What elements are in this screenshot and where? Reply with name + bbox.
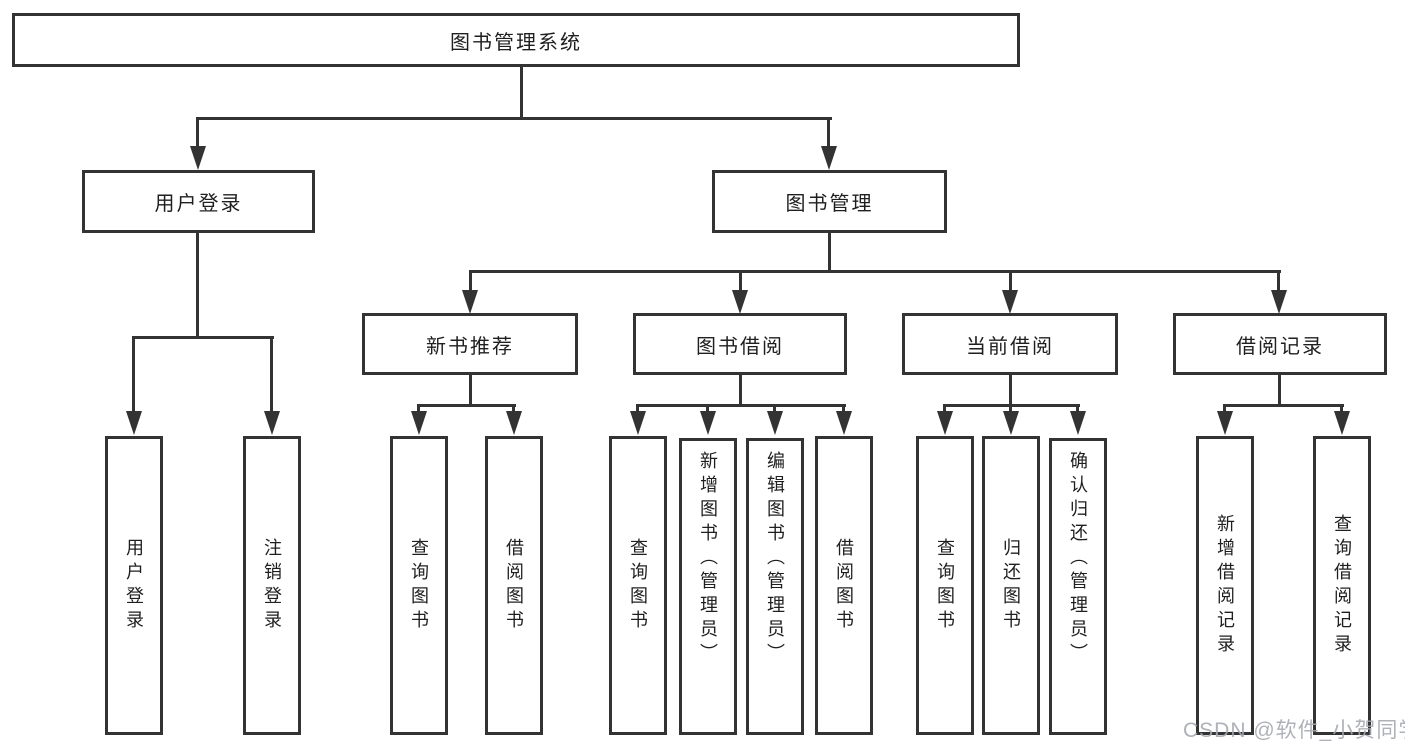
node-leaf-br-add-record: 新增借阅记录 bbox=[1196, 436, 1254, 735]
arrow-to-bb-query-books bbox=[630, 411, 646, 435]
node-leaf-rec-query-books-label: 查询图书 bbox=[409, 537, 429, 634]
arrow-to-borrow-records bbox=[1271, 290, 1287, 314]
connector-borrow-records-drop bbox=[1277, 270, 1280, 292]
connector-cb-child1-drop bbox=[943, 404, 946, 414]
connector-borrow-records-horizontal bbox=[1223, 404, 1344, 407]
node-leaf-br-query-record-label: 查询借阅记录 bbox=[1332, 513, 1352, 658]
connector-login-child2-drop bbox=[270, 336, 273, 414]
node-leaf-bb-edit-books-label: 编辑图书（管理员） bbox=[765, 451, 785, 667]
node-leaf-cb-return-books: 归还图书 bbox=[982, 436, 1040, 735]
arrow-to-rec-query-books bbox=[411, 411, 427, 435]
arrow-to-br-add-record bbox=[1217, 411, 1233, 435]
node-leaf-br-add-record-label: 新增借阅记录 bbox=[1215, 513, 1235, 658]
connector-user-login-stem bbox=[196, 232, 199, 339]
connector-bb-child2-drop bbox=[706, 404, 709, 414]
arrow-to-current-borrow bbox=[1002, 290, 1018, 314]
node-leaf-bb-query-books: 查询图书 bbox=[609, 436, 667, 735]
arrow-to-book-borrow bbox=[732, 290, 748, 314]
node-leaf-cb-query-books-label: 查询图书 bbox=[935, 537, 955, 634]
arrow-to-user-login bbox=[190, 146, 206, 170]
connector-bb-child1-drop bbox=[636, 404, 639, 414]
node-leaf-user-login-label: 用户登录 bbox=[124, 537, 144, 634]
node-leaf-cb-query-books: 查询图书 bbox=[916, 436, 974, 735]
node-leaf-rec-borrow-books-label: 借阅图书 bbox=[504, 537, 524, 634]
arrow-to-bb-borrow-books bbox=[836, 411, 852, 435]
node-new-book-recommendation: 新书推荐 bbox=[362, 313, 578, 375]
node-current-borrowing: 当前借阅 bbox=[902, 313, 1118, 375]
arrow-to-new-book-rec bbox=[462, 290, 478, 314]
connector-new-book-rec-stem bbox=[469, 374, 472, 407]
connector-new-book-rec-horizontal bbox=[417, 404, 516, 407]
node-book-management-label: 图书管理 bbox=[785, 193, 874, 215]
connector-book-borrow-stem bbox=[739, 374, 742, 407]
node-book-management: 图书管理 bbox=[712, 170, 947, 233]
node-leaf-user-login: 用户登录 bbox=[105, 436, 163, 735]
node-leaf-bb-add-books-label: 新增图书（管理员） bbox=[698, 451, 718, 667]
node-leaf-bb-query-books-label: 查询图书 bbox=[628, 537, 648, 634]
connector-book-mgmt-stem bbox=[828, 232, 831, 273]
connector-book-borrow-horizontal bbox=[636, 404, 846, 407]
node-borrowing-records: 借阅记录 bbox=[1173, 313, 1387, 375]
connector-current-borrow-stem bbox=[1009, 374, 1012, 407]
connector-root-stem bbox=[520, 66, 523, 118]
node-leaf-bb-edit-books: 编辑图书（管理员） bbox=[746, 438, 804, 735]
connector-level2-horizontal bbox=[469, 270, 1281, 273]
node-leaf-cb-confirm-return-label: 确认归还（管理员） bbox=[1068, 451, 1088, 667]
connector-rec-child1-drop bbox=[417, 404, 420, 414]
connector-rec-child2-drop bbox=[512, 404, 515, 414]
connector-book-mgmt-drop bbox=[827, 117, 830, 150]
node-book-borrowing: 图书借阅 bbox=[633, 313, 847, 375]
node-leaf-bb-borrow-books: 借阅图书 bbox=[815, 436, 873, 735]
arrow-to-br-query-record bbox=[1334, 411, 1350, 435]
node-library-management-system-label: 图书管理系统 bbox=[450, 31, 582, 54]
node-leaf-bb-borrow-books-label: 借阅图书 bbox=[834, 537, 854, 634]
node-leaf-cb-return-books-label: 归还图书 bbox=[1001, 537, 1021, 634]
arrow-to-rec-borrow-books bbox=[506, 411, 522, 435]
connector-bb-child4-drop bbox=[842, 404, 845, 414]
arrow-to-login-user-login bbox=[126, 411, 142, 435]
arrow-to-cb-query-books bbox=[937, 411, 953, 435]
node-leaf-logout-label: 注销登录 bbox=[262, 537, 282, 634]
connector-bb-child3-drop bbox=[773, 404, 776, 414]
arrow-to-bb-edit-books bbox=[767, 411, 783, 435]
node-leaf-br-query-record: 查询借阅记录 bbox=[1313, 436, 1371, 735]
arrow-to-cb-return-books bbox=[1003, 411, 1019, 435]
connector-book-borrow-drop bbox=[739, 270, 742, 292]
node-leaf-bb-add-books: 新增图书（管理员） bbox=[679, 438, 737, 735]
connector-br-child2-drop bbox=[1340, 404, 1343, 414]
arrow-to-cb-confirm-return bbox=[1070, 411, 1086, 435]
connector-current-borrow-drop bbox=[1009, 270, 1012, 292]
node-book-borrowing-label: 图书借阅 bbox=[696, 335, 784, 358]
node-leaf-rec-borrow-books: 借阅图书 bbox=[485, 436, 543, 735]
node-new-book-recommendation-label: 新书推荐 bbox=[426, 335, 514, 358]
connector-cb-child3-drop bbox=[1076, 404, 1079, 414]
connector-borrow-records-stem bbox=[1278, 374, 1281, 407]
node-user-login-label: 用户登录 bbox=[154, 193, 243, 215]
connector-new-book-rec-drop bbox=[469, 270, 472, 292]
connector-level1-horizontal bbox=[196, 117, 832, 120]
node-leaf-cb-confirm-return: 确认归还（管理员） bbox=[1049, 438, 1107, 735]
arrow-to-login-logout bbox=[264, 411, 280, 435]
arrow-to-book-mgmt bbox=[821, 146, 837, 170]
node-current-borrowing-label: 当前借阅 bbox=[966, 335, 1054, 358]
watermark: CSDN @软件_小贺同学 bbox=[1183, 719, 1405, 742]
connector-cb-child2-drop bbox=[1009, 404, 1012, 414]
node-library-management-system: 图书管理系统 bbox=[12, 13, 1020, 67]
node-borrowing-records-label: 借阅记录 bbox=[1236, 335, 1324, 358]
node-leaf-logout: 注销登录 bbox=[243, 436, 301, 735]
node-user-login: 用户登录 bbox=[82, 170, 315, 233]
connector-login-child1-drop bbox=[132, 336, 135, 414]
arrow-to-bb-add-books bbox=[700, 411, 716, 435]
node-leaf-rec-query-books: 查询图书 bbox=[390, 436, 448, 735]
connector-br-child1-drop bbox=[1223, 404, 1226, 414]
connector-user-login-horizontal bbox=[132, 336, 274, 339]
connector-user-login-drop bbox=[196, 117, 199, 150]
